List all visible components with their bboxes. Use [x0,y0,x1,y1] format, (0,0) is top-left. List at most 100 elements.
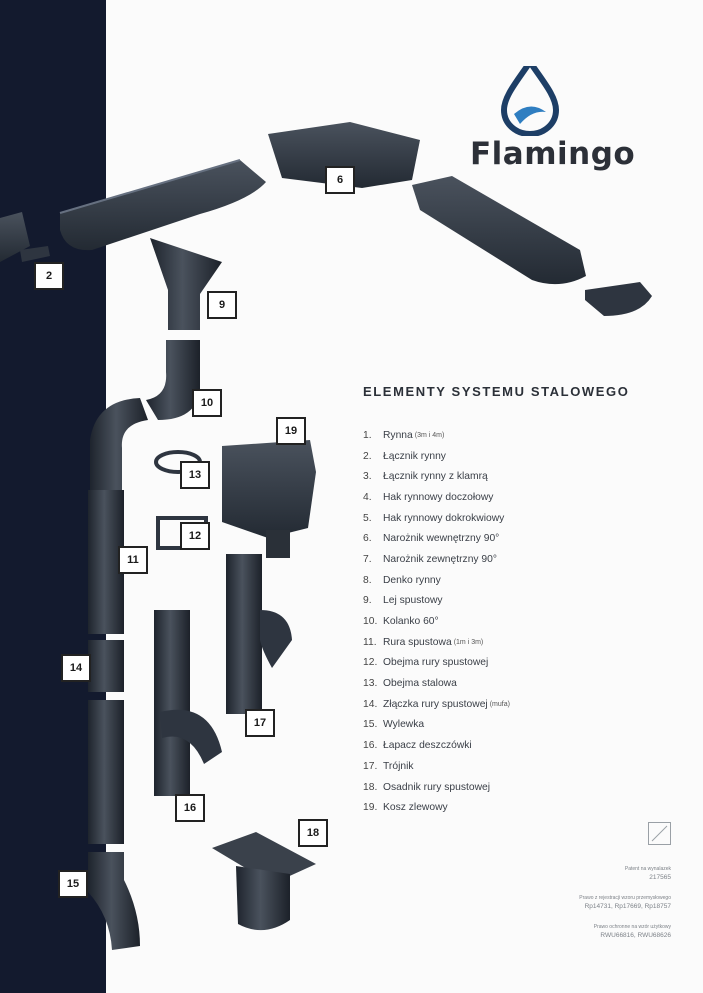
list-item-label: Lej spustowy [383,595,443,607]
list-item-number: 3. [363,471,372,483]
list-item-label: Łapacz deszczówki [383,740,472,752]
list-item-number: 12. [363,657,378,669]
list-item-label: Narożnik zewnętrzny 90° [383,553,497,565]
callout-18: 18 [298,819,328,847]
list-item-number: 1. [363,429,372,441]
design-block: Prawo z rejestracji wzoru przemysłowego … [579,895,671,910]
tee-shape [226,554,262,714]
gutter-left-shape [60,160,266,251]
list-item-note: (3m i 4m) [414,431,445,439]
list-item-number: 18. [363,781,378,793]
elements-list: 1. Rynna(3m i 4m) 2. Łącznik rynny 3. Łącznik… [363,425,510,818]
list-item: 10. Kolanko 60° [363,611,510,632]
list-item-label: Łącznik rynny [383,450,446,462]
list-item: 7. Narożnik zewnętrzny 90° [363,549,510,570]
list-item-label: Rynna [383,429,413,441]
list-item: 8. Denko rynny [363,570,510,591]
list-item-label: Denko rynny [383,574,441,586]
list-item-number: 10. [363,616,378,628]
patent-value: 217565 [649,874,671,881]
callout-19: 19 [276,417,306,445]
inner-corner-shape [268,122,420,188]
list-item-label: Narożnik wewnętrzny 90° [383,533,500,545]
list-item-label: Hak rynnowy doczołowy [383,491,494,503]
list-item: 12. Obejma rury spustowej [363,653,510,674]
callout-17: 17 [245,709,275,737]
design-label: Prawo z rejestracji wzoru przemysłowego [579,895,671,901]
list-item: 18. Osadnik rury spustowej [363,777,510,798]
callout-13: 13 [180,461,210,489]
list-item-label: Obejma rury spustowej [383,657,489,669]
callout-12: 12 [180,522,210,550]
list-item-number: 4. [363,491,372,503]
gutter-right-shape [412,176,586,285]
list-item-label: Złączka rury spustowej [383,698,488,710]
list-item: 5. Hak rynnowy dokrokwiowy [363,508,510,529]
list-item-label: Obejma stalowa [383,678,457,690]
list-item-number: 15. [363,719,378,731]
section-heading: ELEMENTY SYSTEMU STALOWEGO [363,384,630,399]
list-item-number: 17. [363,760,378,772]
list-item: 9. Lej spustowy [363,591,510,612]
rain-catcher-shape [154,610,190,796]
list-item-label: Hak rynnowy dokrokwiowy [383,512,505,524]
outlet-shape [150,238,222,330]
list-item-number: 8. [363,574,372,586]
list-item-note: (mufa) [489,700,510,708]
patent-label: Patent na wynalazek [624,866,671,872]
list-item-number: 7. [363,553,372,565]
callout-15: 15 [58,870,88,898]
list-item-number: 11. [363,636,377,648]
list-item-label: Trójnik [383,760,414,772]
utility-block: Prawo ochronne na wzór użytkowy RWU66816… [594,924,671,939]
callout-6: 6 [325,166,355,194]
list-item-number: 14. [363,698,378,710]
utility-label: Prawo ochronne na wzór użytkowy [593,924,671,930]
list-item: 15. Wylewka [363,715,510,736]
list-item: 3. Łącznik rynny z klamrą [363,466,510,487]
list-item: 2. Łącznik rynny [363,446,510,467]
list-item-number: 6. [363,533,372,545]
callout-14: 14 [61,654,91,682]
callout-10: 10 [192,389,222,417]
list-item-label: Kosz zlewowy [383,802,448,814]
patent-block: Patent na wynalazek 217565 [625,866,671,881]
list-item-number: 19. [363,802,378,814]
brand-name: Flamingo [470,136,636,172]
list-item-number: 16. [363,740,378,752]
list-item-label: Wylewka [383,719,425,731]
spout-shape [88,852,140,950]
list-item: 19. Kosz zlewowy [363,797,510,818]
list-item-label: Osadnik rury spustowej [383,781,491,793]
list-item: 6. Narożnik wewnętrzny 90° [363,528,510,549]
sump-shape [212,832,316,884]
callout-16: 16 [175,794,205,822]
certificate-icon [648,822,671,845]
gutter-connector-shape [0,212,30,262]
hopper-shape [222,440,316,538]
list-item: 11. Rura spustowa(1m i 3m) [363,632,510,653]
callout-11: 11 [118,546,148,574]
callout-2: 2 [34,262,64,290]
utility-value: RWU66816, RWU68626 [600,932,671,939]
list-item: 1. Rynna(3m i 4m) [363,425,510,446]
list-item-label: Rura spustowa [383,636,452,648]
elbow-shape [146,340,200,420]
list-item-number: 2. [363,450,372,462]
callout-9: 9 [207,291,237,319]
list-item-number: 9. [363,595,372,607]
list-item: 4. Hak rynnowy doczołowy [363,487,510,508]
list-item-number: 5. [363,512,372,524]
brand-logo [470,56,580,141]
list-item: 13. Obejma stalowa [363,673,510,694]
list-item: 16. Łapacz deszczówki [363,735,510,756]
list-item-label: Łącznik rynny z klamrą [383,471,488,483]
list-item: 17. Trójnik [363,756,510,777]
list-item: 14. Złączka rury spustowej(mufa) [363,694,510,715]
design-value: Rp14731, Rp17669, Rp18757 [584,903,671,910]
list-item-note: (1m i 3m) [453,638,484,646]
list-item-number: 13. [363,678,378,690]
list-item-label: Kolanko 60° [383,616,439,628]
end-cap-shape [585,282,652,316]
